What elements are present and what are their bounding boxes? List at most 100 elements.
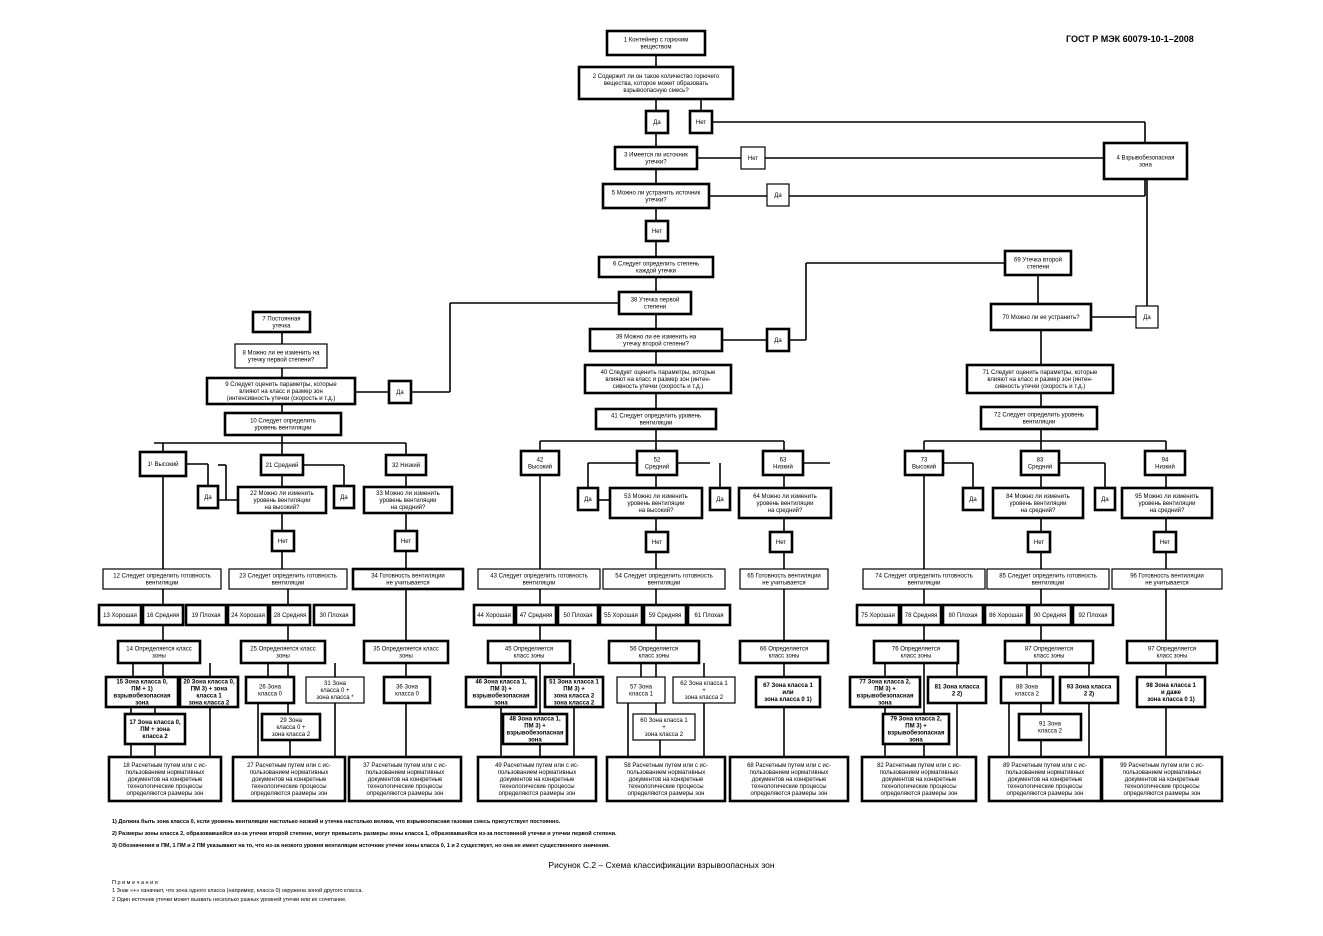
- node-text-n48-2: взрывобезопасная: [506, 730, 564, 737]
- node-box-n27: [231, 755, 347, 803]
- node-text-n39-0: 39 Можно ли ее изменить на: [616, 335, 697, 341]
- node-box-no64: [768, 530, 794, 554]
- node-yesC: Да: [576, 486, 600, 512]
- node-text-n9-0: 9 Следует оценить параметры, которые: [225, 382, 337, 388]
- node-text-n7-1: утечка: [272, 324, 291, 330]
- node-text-n99-0: 99 Расчетным путем или с ис-: [1120, 763, 1204, 769]
- node-box-n32: [384, 453, 428, 477]
- node-text-n40-2: сивность утечки (скорость и т.д.): [613, 384, 704, 390]
- node-text-n18-2: документов на конкретные: [128, 777, 203, 783]
- node-n2: 2 Содержит ли он такое количество горюче…: [577, 65, 735, 101]
- node-text-n31-0: 31 Зона: [324, 681, 347, 687]
- node-yes39: Да: [765, 327, 791, 353]
- node-text-n27-4: определяются размеры зон: [251, 791, 328, 797]
- node-text-n93-0: 93 Зона класса: [1067, 685, 1112, 691]
- node-n12: 12 Следует определить готовностьвентиляц…: [102, 568, 222, 590]
- node-box-n66: [738, 639, 830, 665]
- node-box-n69: [1003, 249, 1073, 277]
- node-box-n26: [244, 675, 296, 705]
- node-text-n74-0: 74 Следует определить готовность: [875, 574, 973, 580]
- node-yes9: Да: [387, 379, 413, 405]
- node-text-n34-0: 34 Готовность вентиляции: [371, 574, 445, 580]
- node-text-n54-1: вентиляции: [648, 581, 681, 587]
- node-text-n26-1: класса 0: [258, 692, 283, 698]
- node-text-n83-1: Средний: [1028, 464, 1052, 471]
- node-text-n46-3: зона: [494, 701, 508, 707]
- node-n90: 90 Средняя: [1027, 603, 1073, 627]
- node-n27: 27 Расчетным путем или с ис-пользованием…: [231, 755, 347, 803]
- node-n50: 50 Плохая: [556, 603, 600, 627]
- node-text-n20-1: ПМ 3) + зона: [191, 687, 228, 693]
- node-yesE: Да: [961, 486, 985, 512]
- node-no33: Нет: [393, 529, 419, 553]
- node-text-n82-3: технологические процессы: [881, 784, 956, 790]
- node-n13: 13 Хорошая: [97, 603, 143, 627]
- node-box-n21: [259, 453, 305, 477]
- node-text-n99-4: определяются размеры зон: [1124, 791, 1201, 797]
- node-text-n6-0: 6 Следует определить степень: [613, 262, 699, 268]
- node-text-n97-0: 97 Определяется: [1148, 647, 1196, 653]
- node-text-n36-1: класса 0: [395, 692, 420, 698]
- node-text-n90-0: 90 Средняя: [1034, 613, 1067, 619]
- node-text-n66-0: 66 Определяется: [760, 647, 808, 653]
- node-box-n38: [617, 290, 693, 316]
- node-box-yes9: [387, 379, 413, 405]
- node-text-n49-1: пользованием нормативных: [498, 770, 577, 776]
- node-text-n89-2: документов на конкретные: [1008, 777, 1083, 783]
- node-text-n57-1: класса 1: [629, 692, 654, 698]
- node-text-n69-0: 69 Утечка второй: [1014, 257, 1062, 264]
- node-n82: 82 Расчетным путем или с ис-пользованием…: [860, 755, 978, 803]
- node-text-no2-0: Нет: [696, 120, 706, 126]
- node-text-n68-3: технологические процессы: [751, 784, 826, 790]
- node-text-n2-2: взрывоопасную смесь?: [623, 88, 689, 94]
- node-box-no5: [644, 219, 670, 243]
- node-no64: Нет: [768, 530, 794, 554]
- node-text-n64-2: на средний?: [768, 507, 803, 514]
- node-box-yes70: [1135, 305, 1159, 329]
- node-box-n74: [862, 568, 986, 590]
- node-no95: Нет: [1152, 530, 1178, 554]
- node-box-n58: [605, 755, 727, 803]
- node-box-n67: [754, 675, 822, 709]
- node-box-n25: [239, 639, 327, 665]
- node-text-yes2-0: Да: [653, 120, 661, 126]
- node-box-n49: [476, 755, 598, 803]
- node-text-n38-0: 38 Утечка первой: [631, 297, 680, 304]
- node-text-n94-0: 94: [1162, 458, 1169, 464]
- node-text-n47-0: 47 Средняя: [520, 613, 553, 619]
- node-text-n78-0: 78 Средняя: [905, 613, 938, 619]
- node-text-n67-2: зона класса 0 1): [764, 697, 811, 703]
- node-text-n77-0: 77 Зона класса 2,: [859, 680, 911, 686]
- node-text-n3-0: 3 Имеется ли источник: [624, 153, 688, 159]
- node-text-n68-0: 68 Расчетным путем или с ис-: [747, 763, 831, 769]
- node-box-no95: [1152, 530, 1178, 554]
- node-box-yesB: [332, 484, 356, 510]
- node-text-n12-1: вентиляции: [146, 581, 179, 587]
- node-text-n33-0: 33 Можно ли изменить: [376, 491, 440, 497]
- node-n55: 55 Хорошая: [598, 603, 644, 627]
- node-box-n10: [223, 411, 343, 437]
- node-text-n91-0: 91 Зона: [1039, 722, 1062, 728]
- node-text-n1-0: 1 Контейнер с горючим: [624, 37, 689, 44]
- node-box-n80: [941, 603, 985, 627]
- node-box-n61: [686, 603, 732, 627]
- node-box-n50: [556, 603, 600, 627]
- node-text-n38-1: степени: [644, 305, 666, 311]
- node-n24: 24 Хорошая: [226, 603, 270, 627]
- node-text-yes9-0: Да: [396, 390, 404, 396]
- node-n62: 62 Зона класса 1+зона класса 2: [672, 676, 736, 704]
- node-text-n25-1: зоны: [276, 654, 290, 660]
- node-text-n68-4: определяются размеры зон: [751, 791, 828, 797]
- node-text-n58-0: 58 Расчетным путем или с ис-: [624, 763, 708, 769]
- node-text-n62-1: +: [702, 688, 706, 694]
- node-box-n56: [607, 639, 701, 665]
- node-box-n23: [228, 568, 348, 590]
